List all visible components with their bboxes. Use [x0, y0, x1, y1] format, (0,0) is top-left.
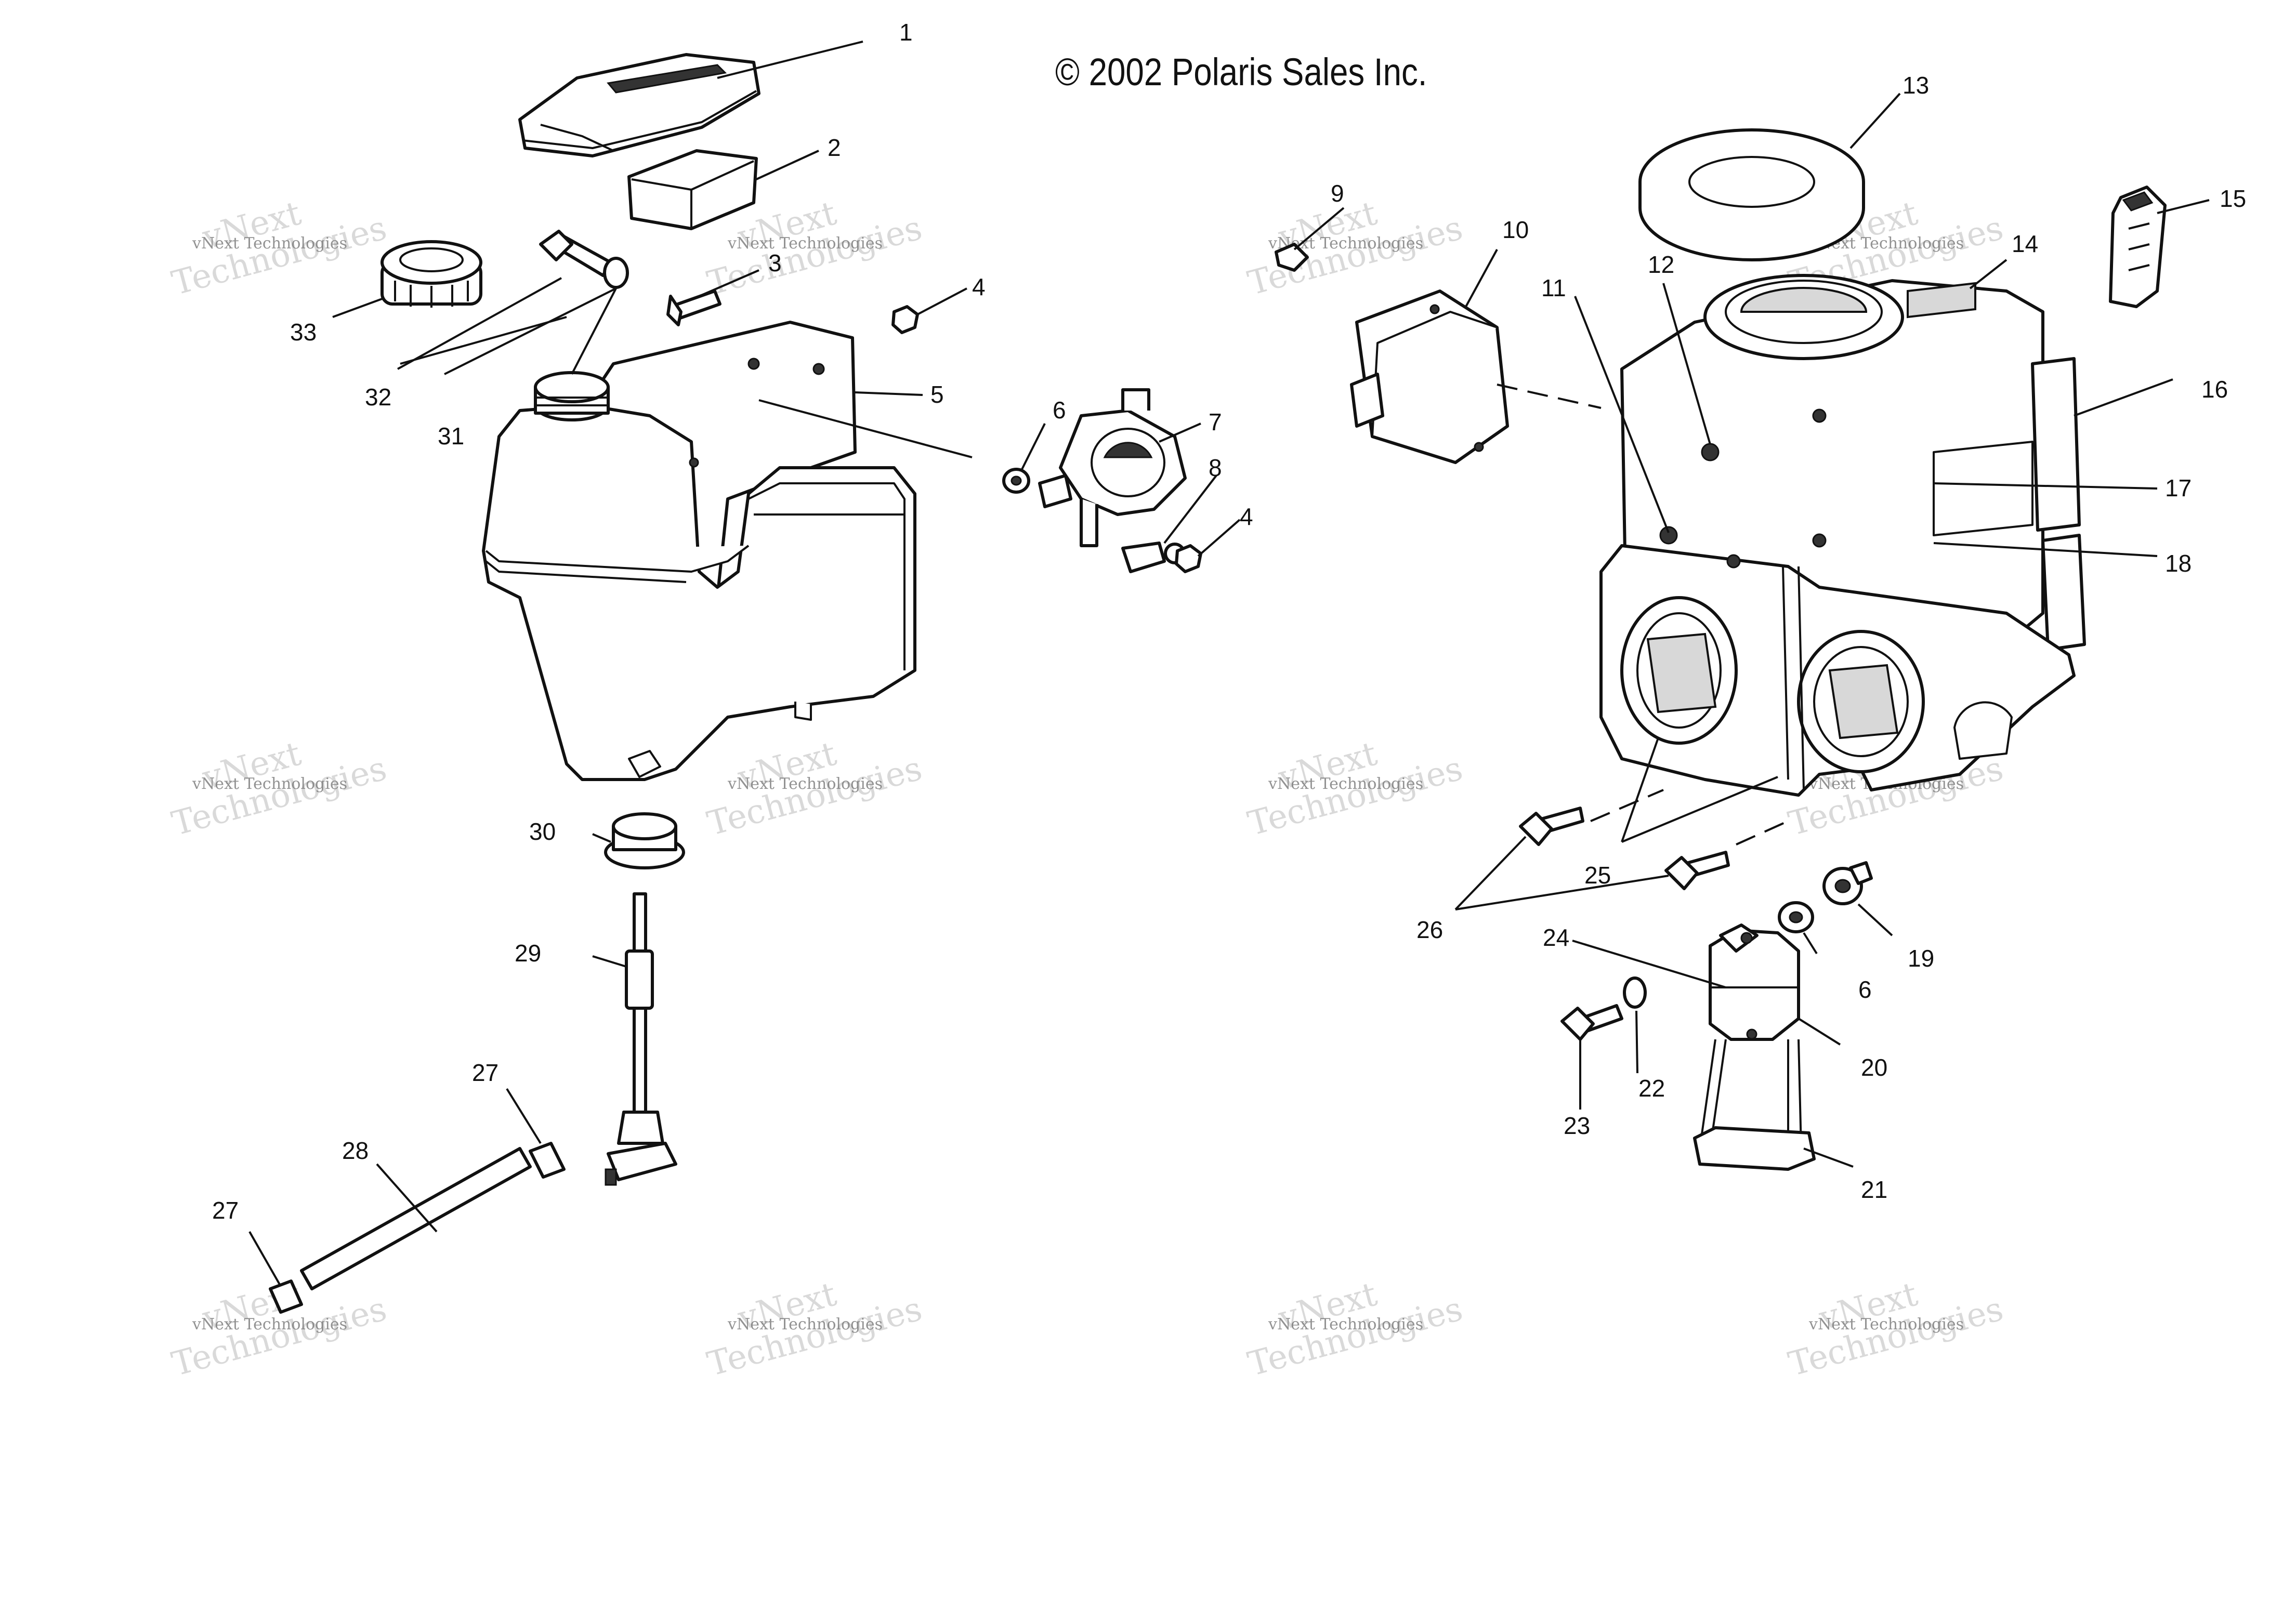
callout-33: 33 — [290, 319, 317, 346]
airbox — [1599, 274, 2086, 797]
callout-2: 2 — [828, 134, 841, 161]
part-2-foam-block — [627, 149, 758, 230]
watermark-small: vNext Technologies — [727, 1315, 883, 1334]
part-6-grommet — [1002, 468, 1030, 494]
part-9-clip — [1275, 243, 1309, 272]
part-17-decal — [1933, 441, 2033, 536]
part-3-bolt — [666, 289, 721, 326]
watermark-small: vNext Technologies — [1808, 1315, 1964, 1334]
callout-9: 9 — [1331, 180, 1344, 207]
callout-26: 26 — [1416, 916, 1443, 943]
part-23-bolt — [1560, 1004, 1623, 1041]
callout-6-right: 6 — [1858, 976, 1872, 1003]
leader-lines — [248, 41, 2210, 1287]
callout-27: 27 — [472, 1059, 498, 1086]
callout-7: 7 — [1209, 408, 1222, 435]
callout-16: 16 — [2201, 376, 2228, 403]
callout-17: 17 — [2165, 474, 2192, 501]
part-21-bracket — [1693, 1039, 1816, 1171]
part-11-fastener — [1659, 526, 1678, 545]
copyright-notice: © 2002 Polaris Sales Inc. — [1055, 50, 1427, 94]
watermark-small: vNext Technologies — [192, 234, 347, 253]
watermark-small: vNext Technologies — [727, 234, 883, 253]
callout-19: 19 — [1908, 945, 1934, 972]
callout-28: 28 — [342, 1137, 369, 1164]
callout-23: 23 — [1564, 1112, 1590, 1139]
part-13-foam-ring — [1638, 128, 1865, 261]
part-22-washer — [1623, 976, 1647, 1009]
callout-31: 31 — [438, 423, 464, 450]
part-19-bolt — [1822, 861, 1873, 905]
callout-11: 11 — [1541, 274, 1566, 301]
callout-8: 8 — [1209, 454, 1222, 481]
callout-15: 15 — [2220, 185, 2246, 212]
watermark-small: vNext Technologies — [1268, 775, 1423, 793]
callout-1: 1 — [899, 19, 913, 46]
part-28-hose — [300, 1147, 532, 1290]
callout-4-lower: 4 — [1240, 503, 1253, 530]
part-14-decal — [1907, 282, 1976, 319]
part-16-decal — [2031, 357, 2081, 532]
callout-4: 4 — [972, 273, 986, 300]
callout-25: 25 — [1584, 862, 1611, 889]
part-4-nut-lower — [1175, 544, 1202, 573]
callout-29: 29 — [515, 940, 541, 967]
part-6-grommet-right — [1778, 901, 1814, 933]
callout-32: 32 — [365, 384, 391, 411]
part-25-bolt — [1664, 851, 1730, 890]
part-7-oil-pump — [1038, 388, 1187, 547]
part-27-hose-end-lower — [269, 1279, 303, 1314]
callout-24: 24 — [1543, 924, 1569, 951]
part-33-filler-cap — [381, 240, 482, 308]
callout-20: 20 — [1861, 1054, 1887, 1081]
watermark-small: vNext Technologies — [192, 1315, 347, 1334]
callout-14: 14 — [2012, 230, 2038, 257]
callout-12: 12 — [1648, 251, 1674, 278]
part-29-level-sensor — [605, 892, 677, 1186]
part-26-bolt — [1519, 807, 1584, 846]
callout-21: 21 — [1861, 1176, 1887, 1203]
part-31-washer — [603, 257, 629, 289]
part-12-fastener — [1701, 443, 1720, 461]
part-1-tank-cover — [518, 53, 760, 157]
part-5-oil-tank — [482, 321, 916, 781]
callout-5: 5 — [930, 381, 944, 408]
part-4-nut — [891, 305, 919, 334]
watermark-small: vNext Technologies — [192, 775, 347, 793]
callout-27-lower: 27 — [212, 1197, 239, 1224]
callout-18: 18 — [2165, 550, 2192, 577]
part-10-module — [1350, 289, 1509, 464]
callout-numbers: 1 2 3 4 4 5 6 6 7 8 9 10 11 12 13 14 15 … — [212, 19, 2246, 1224]
part-18-decal — [2041, 534, 2086, 651]
callout-3: 3 — [768, 249, 782, 276]
callout-13: 13 — [1903, 72, 1929, 99]
part-20-bracket — [1709, 923, 1800, 1041]
part-27-hose-end — [529, 1142, 566, 1179]
part-30-grommet — [604, 812, 685, 869]
callout-22: 22 — [1638, 1075, 1665, 1102]
callout-6: 6 — [1053, 397, 1066, 424]
watermark-small: vNext Technologies — [1268, 1315, 1423, 1334]
part-15-strap — [2109, 186, 2167, 308]
callout-10: 10 — [1502, 216, 1529, 243]
callout-30: 30 — [529, 818, 556, 845]
watermark-small: vNext Technologies — [727, 775, 883, 793]
part-32-bolt — [539, 230, 612, 277]
part-8-clamp — [1121, 542, 1186, 573]
